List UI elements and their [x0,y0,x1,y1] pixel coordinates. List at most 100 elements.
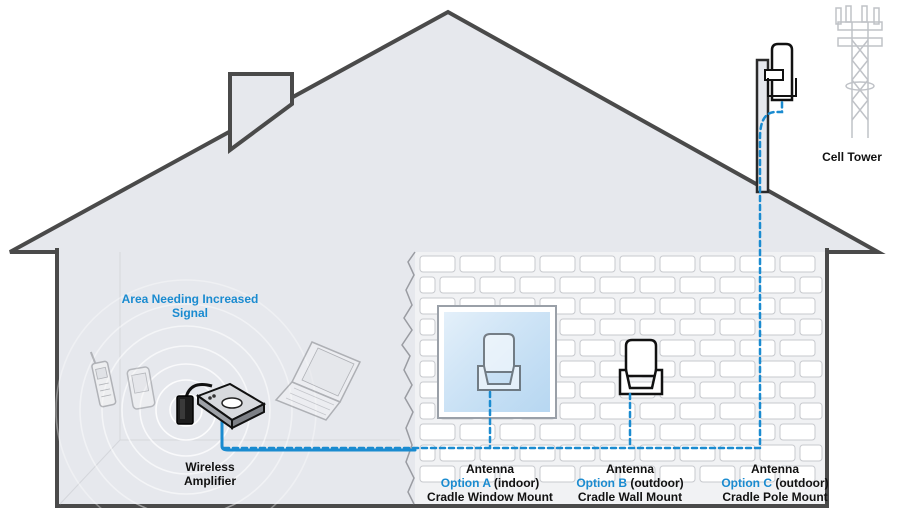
brick [779,255,816,273]
brick [559,360,596,378]
brick [419,360,436,378]
option-a-line-1: Antenna [466,462,514,476]
brick [799,360,823,378]
brick [579,465,616,483]
brick [619,423,656,441]
brick [579,381,616,399]
laptop-icon [274,341,362,421]
option-c-label: Antenna Option C (outdoor) Cradle Pole M… [700,462,850,504]
brick [679,402,716,420]
brick [579,339,616,357]
signal-ring [101,325,271,495]
brick [459,423,496,441]
brick [599,318,636,336]
brick [739,381,776,399]
option-c-qualifier: (outdoor) [772,476,829,490]
brick [659,381,696,399]
brick [699,297,736,315]
brick [699,465,736,483]
signal-ring [79,303,293,517]
cell-tower-icon [835,5,883,138]
brick [659,297,696,315]
brick [699,423,736,441]
brick [559,276,596,294]
antenna-option-b-icon [618,338,664,396]
brick [779,339,816,357]
brick [419,423,456,441]
option-c-line-2: Option C (outdoor) [700,476,850,490]
brick [759,402,796,420]
brick [679,360,716,378]
brick [579,255,616,273]
brick [639,318,676,336]
brick [799,318,823,336]
option-b-qualifier: (outdoor) [627,476,684,490]
brick [699,255,736,273]
brick [579,423,616,441]
brick [439,276,476,294]
brick [619,465,656,483]
room-perspective [59,252,400,505]
brick [639,276,676,294]
brick [559,402,596,420]
chimney [228,72,294,154]
brick [559,318,596,336]
brick [619,255,656,273]
brick [519,276,556,294]
option-c-line-3: Cradle Pole Mount [722,490,828,504]
antenna-option-a-icon [477,333,521,391]
brick [519,444,556,462]
area-label-line-1: Area Needing Increased [121,292,259,306]
option-b-line-3: Cradle Wall Mount [577,490,683,504]
brick [719,360,756,378]
option-c-line-1: Antenna [751,462,799,476]
brick [699,381,736,399]
brick [759,276,796,294]
amplifier-label-line-2: Amplifier [183,474,236,488]
brick [739,465,776,483]
option-a-line-3: Cradle Window Mount [427,490,553,504]
option-a-qualifier: (indoor) [490,476,540,490]
roof [9,9,886,254]
brick [659,339,696,357]
brick [659,465,696,483]
brick [759,318,796,336]
option-a-line-2: Option A (indoor) [408,476,572,490]
brick [599,276,636,294]
wall-cutaway-edge [401,251,416,505]
brick [479,276,516,294]
brick [419,318,436,336]
option-b-label: Antenna Option B (outdoor) Cradle Wall M… [558,462,702,504]
brick [419,465,456,483]
brick [499,255,536,273]
option-b-name: Option B [576,476,627,490]
option-b-line-1: Antenna [606,462,654,476]
brick [679,318,716,336]
brick [419,255,456,273]
brick [639,402,676,420]
brick [679,276,716,294]
brick [719,318,756,336]
antenna-option-c-icon [764,42,797,102]
brick [579,297,616,315]
cell-tower-label: Cell Tower [822,150,882,164]
cell-phone-icon [89,351,117,408]
brick [419,276,436,294]
option-a-name: Option A [440,476,491,490]
brick [759,444,796,462]
brick [719,276,756,294]
brick [779,381,816,399]
brick [719,402,756,420]
brick [799,276,823,294]
smartphone-icon [126,366,156,410]
coax-cables [220,98,784,452]
brick [619,297,656,315]
brick [499,465,536,483]
brick [459,255,496,273]
wireless-amplifier-label: Wireless Amplifier [160,460,260,488]
antenna-pole [755,58,770,194]
brick [599,444,636,462]
brick [699,339,736,357]
brick [539,423,576,441]
